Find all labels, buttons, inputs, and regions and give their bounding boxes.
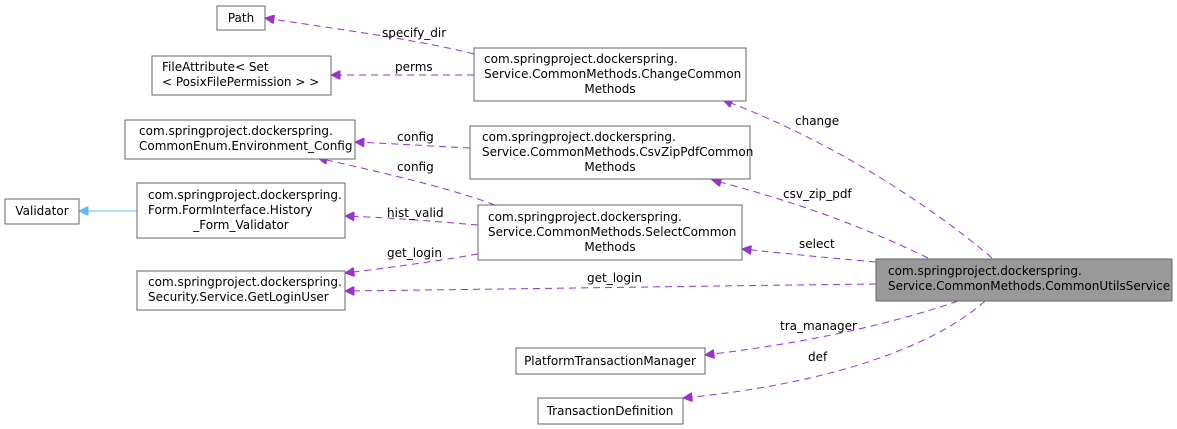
node-get-login-user-line-2: Security.Service.GetLoginUser	[148, 290, 329, 304]
node-transaction-definition-label: TransactionDefinition	[546, 404, 674, 418]
node-get-login-user[interactable]: com.springproject.dockerspring. Security…	[136, 270, 346, 311]
node-common-utils-service-line-1: com.springproject.dockerspring.	[888, 264, 1082, 278]
edge-config-csv: config	[355, 130, 471, 149]
edge-label-get-login-utils: get_login	[587, 271, 642, 285]
node-csv-zip-pdf-common-methods[interactable]: com.springproject.dockerspring. Service.…	[469, 125, 753, 180]
node-platform-transaction-manager-label: PlatformTransactionManager	[524, 354, 696, 368]
node-path[interactable]: Path	[216, 5, 266, 31]
node-file-attribute-line-2: < PosixFilePermission > >	[162, 75, 319, 89]
node-select-common-line-3: Methods	[584, 240, 635, 254]
node-environment-config[interactable]: com.springproject.dockerspring. CommonEn…	[124, 119, 356, 160]
edge-label-get-login-select: get_login	[387, 246, 442, 260]
edge-def: def	[683, 300, 986, 398]
node-platform-transaction-manager[interactable]: PlatformTransactionManager	[515, 347, 706, 375]
edge-label-specify-dir: specify_dir	[382, 26, 446, 40]
node-validator[interactable]: Validator	[4, 198, 80, 225]
node-history-form-validator-line-1: com.springproject.dockerspring.	[148, 188, 342, 202]
edge-csv-zip-pdf: csv_zip_pdf	[712, 180, 929, 259]
node-history-form-validator[interactable]: com.springproject.dockerspring. Form.For…	[136, 182, 346, 239]
node-history-form-validator-line-3: _Form_Validator	[192, 218, 289, 232]
node-select-common-line-1: com.springproject.dockerspring.	[488, 210, 682, 224]
edge-label-config-csv: config	[397, 130, 434, 144]
edge-tra-manager: tra_manager	[705, 300, 959, 355]
node-csv-zip-pdf-common-line-3: Methods	[584, 160, 635, 174]
node-file-attribute[interactable]: FileAttribute< Set < PosixFilePermission…	[151, 55, 332, 96]
node-file-attribute-line-1: FileAttribute< Set	[162, 60, 269, 74]
node-validator-label: Validator	[15, 204, 68, 218]
node-environment-config-line-2: CommonEnum.Environment_Config	[139, 139, 352, 153]
node-csv-zip-pdf-common-line-1: com.springproject.dockerspring.	[482, 130, 676, 144]
edge-config-select: config	[318, 158, 496, 206]
node-csv-zip-pdf-common-line-2: Service.CommonMethods.CsvZipPdfCommon	[482, 145, 753, 159]
edge-label-csv-zip-pdf: csv_zip_pdf	[783, 187, 852, 201]
node-history-form-validator-line-2: Form.FormInterface.History	[148, 203, 313, 217]
node-environment-config-line-1: com.springproject.dockerspring.	[139, 124, 333, 138]
edge-label-config-select: config	[397, 160, 434, 174]
edge-label-perms: perms	[395, 60, 433, 74]
node-get-login-user-line-1: com.springproject.dockerspring.	[148, 275, 342, 289]
edge-label-hist-valid: hist_valid	[387, 206, 444, 220]
edge-get-login-select: get_login	[345, 246, 479, 273]
edge-select: select	[742, 237, 877, 263]
edge-label-tra-manager: tra_manager	[780, 319, 857, 333]
node-common-utils-service[interactable]: com.springproject.dockerspring. Service.…	[875, 258, 1173, 302]
node-path-label: Path	[228, 11, 254, 25]
node-select-common-line-2: Service.CommonMethods.SelectCommon	[488, 225, 736, 239]
edge-perms: perms	[331, 60, 474, 75]
node-transaction-definition[interactable]: TransactionDefinition	[537, 397, 684, 425]
node-change-common-line-2: Service.CommonMethods.ChangeCommon	[484, 67, 741, 81]
edge-label-change: change	[795, 114, 839, 128]
edge-label-select: select	[799, 237, 835, 251]
edge-label-def: def	[808, 350, 828, 364]
node-change-common-line-1: com.springproject.dockerspring.	[484, 52, 678, 66]
node-select-common-methods[interactable]: com.springproject.dockerspring. Service.…	[477, 204, 743, 261]
edge-get-login-utils: get_login	[345, 271, 877, 291]
node-change-common-line-3: Methods	[584, 82, 635, 96]
node-common-utils-service-line-2: Service.CommonMethods.CommonUtilsService	[888, 279, 1170, 293]
node-change-common-methods[interactable]: com.springproject.dockerspring. Service.…	[473, 47, 747, 102]
edge-change: change	[723, 100, 993, 259]
edge-hist-valid: hist_valid	[345, 206, 479, 226]
edge-specify-dir: specify_dir	[265, 18, 475, 55]
